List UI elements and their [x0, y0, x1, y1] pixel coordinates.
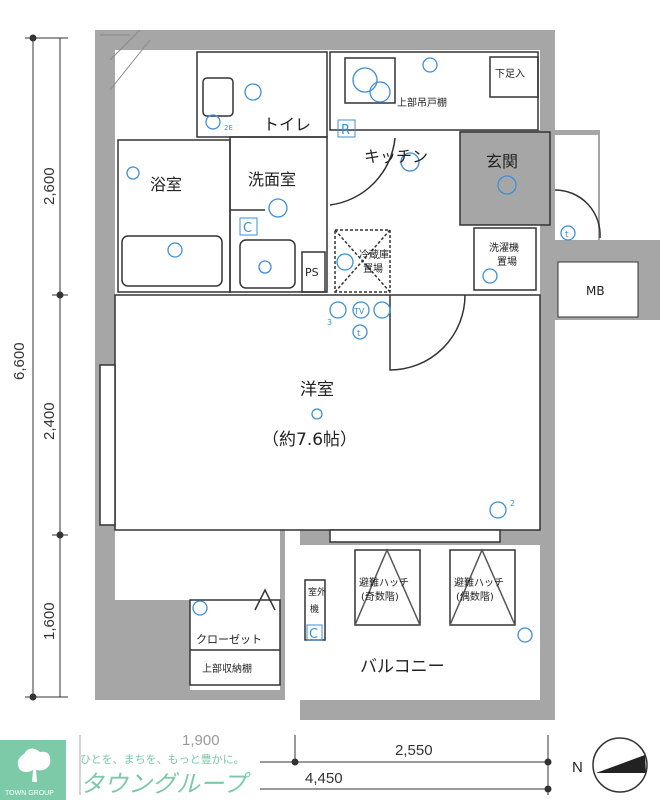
- tree-icon: [17, 748, 51, 782]
- dimension-labels: 6,600 2,600 2,400 1,600 1,900 2,550 4,45…: [11, 167, 433, 787]
- dim-total-height: 6,600: [11, 342, 28, 380]
- label-hatch-odd: 避難ハッチ: [359, 576, 409, 589]
- symbol-c: C: [309, 627, 318, 642]
- dim-right-width: 2,550: [395, 742, 433, 759]
- symbol-2e: 2E: [224, 124, 233, 132]
- electrical-fixtures: [126, 57, 576, 643]
- label-washer: 洗濯機: [489, 241, 519, 254]
- label-washroom: 洗面室: [248, 170, 296, 189]
- label-fridge-2: 置場: [363, 262, 383, 275]
- north-compass: N: [572, 737, 648, 793]
- label-balcony: バルコニー: [360, 657, 445, 677]
- symbol-3: 3: [327, 318, 332, 327]
- label-bath: 浴室: [150, 175, 182, 194]
- dim-top: 2,600: [41, 167, 58, 205]
- label-kitchen: キッチン: [364, 147, 428, 166]
- dim-total-width: 4,450: [305, 770, 343, 787]
- dim-middle: 2,400: [41, 402, 58, 440]
- label-upper-cabinet: 上部吊戸棚: [397, 96, 447, 109]
- label-room-size: （約7.6帖）: [262, 430, 357, 450]
- label-outdoor-unit-2: 機: [310, 603, 319, 615]
- exterior-walls: [95, 29, 660, 720]
- symbol-tv: TV: [353, 307, 365, 316]
- label-fridge: 冷蔵庫: [359, 248, 389, 261]
- label-shoe-storage: 下足入: [495, 68, 525, 80]
- symbol-c: C: [243, 221, 252, 236]
- room-labels: トイレ キッチン 玄関 下足入 浴室 洗面室 PS 冷蔵庫 置場 洗濯機 置場 …: [150, 68, 605, 677]
- dim-left-width: 1,900: [182, 732, 220, 749]
- label-mb: MB: [586, 284, 605, 298]
- symbol-t: t: [357, 329, 361, 339]
- label-western-room: 洋室: [300, 380, 334, 400]
- dimension-lines: [25, 34, 552, 795]
- symbol-t: t: [565, 230, 569, 240]
- label-ps: PS: [305, 266, 319, 279]
- logo-brand: TOWN GROUP: [5, 790, 54, 797]
- north-arrow-icon: [596, 755, 646, 773]
- symbol-2: 2: [510, 499, 515, 508]
- label-hatch-even-2: (偶数階): [456, 590, 494, 603]
- logo-name: タウングループ: [80, 770, 252, 798]
- label-outdoor-unit: 室外: [308, 586, 326, 598]
- fixture-labels: R C C TV t t 2E 3 2: [224, 119, 569, 642]
- town-group-logo: TOWN GROUP ひとを、まちを、もっと豊かに。 タウングループ: [0, 740, 252, 800]
- label-washer-2: 置場: [497, 255, 517, 268]
- label-toilet: トイレ: [263, 115, 311, 134]
- label-closet: クローゼット: [196, 633, 262, 646]
- label-hatch-odd-2: (奇数階): [361, 590, 399, 603]
- label-entrance: 玄関: [486, 152, 518, 171]
- logo-slogan: ひとを、まちを、もっと豊かに。: [80, 753, 245, 766]
- interior-walls: [99, 51, 601, 686]
- label-hatch-even: 避難ハッチ: [454, 576, 504, 589]
- compass-n-label: N: [572, 759, 583, 776]
- dim-bottom: 1,600: [41, 602, 58, 640]
- symbol-r: R: [341, 123, 350, 138]
- label-upper-storage: 上部収納棚: [202, 662, 252, 675]
